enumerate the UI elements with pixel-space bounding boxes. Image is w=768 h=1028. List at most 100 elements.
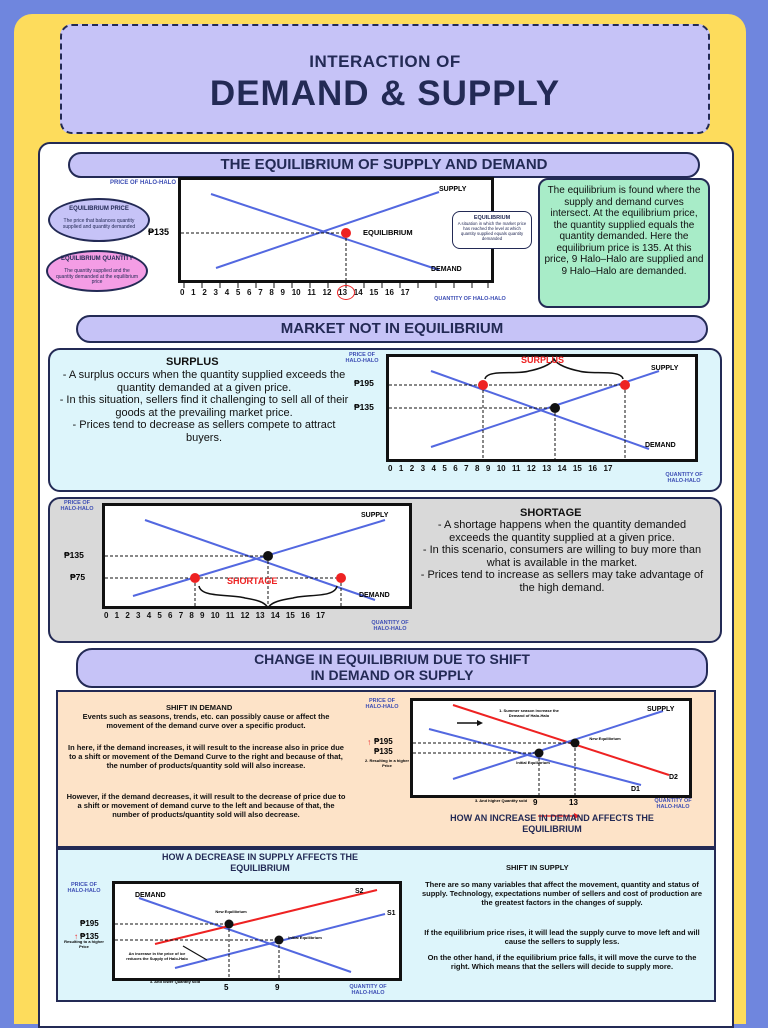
equilibrium-chart-svg: [181, 191, 440, 280]
shortage-title: SHORTAGE: [520, 507, 582, 519]
demand-label: DEMAND: [135, 892, 166, 899]
supply-curve: [215, 191, 440, 269]
equilibrium-quantity-badge: EQUILIBRIUM QUANTITY The quantity suppli…: [46, 250, 148, 292]
surplus-x-axis: QUANTITY OF HALO-HALO: [665, 472, 703, 484]
s1-label: S1: [387, 910, 396, 917]
shortage-right-point: [336, 573, 346, 583]
dchart-x-axis: QUANTITY OF HALO-HALO: [654, 798, 692, 810]
schart-q2: 9: [275, 983, 280, 992]
demand-shift-chart: SUPPLY D2 D1 1. Summer season increase t…: [365, 698, 692, 803]
initial-equilibrium-point: [534, 748, 544, 758]
shortage-chart-svg: [105, 519, 386, 606]
eq-price-title: EQUILIBRIUM PRICE: [69, 206, 129, 212]
d2-curve: [452, 704, 670, 776]
page-title: DEMAND & SUPPLY: [209, 74, 561, 113]
shift-supply-title: SHIFT IN SUPPLY: [506, 863, 569, 872]
supply-label: SUPPLY: [361, 512, 389, 519]
pointer-arrow: [182, 945, 208, 961]
schart-x-axis: QUANTITY OF HALO-HALO: [349, 984, 387, 996]
surplus-x-ticks: 0 1 2 3 4 5 6 7 8 9 10 11 12 13 14 15 16…: [388, 464, 613, 473]
note-lower-qty: 3. And lower Quantity sold: [149, 979, 201, 984]
dchart-p135: ₱135: [374, 747, 393, 756]
note-new-eq: New Equilibrium: [215, 909, 247, 914]
s2-curve: [154, 889, 378, 945]
equilibrium-label: EQUILIBRIUM: [363, 228, 413, 237]
note-higher-price: 2. Resulting in a higher Price: [365, 758, 410, 768]
note-initial-eq: Initial Equilibrium: [516, 760, 550, 765]
schart-q1: 5: [224, 983, 229, 992]
shift-demand-title: SHIFT IN DEMAND: [166, 703, 233, 712]
page-subtitle: INTERACTION OF: [309, 52, 461, 71]
quantity-9-highlight: [337, 285, 355, 300]
d1-label: D1: [631, 786, 640, 793]
price-135: ₱135: [64, 550, 84, 560]
supply-curve: [132, 519, 386, 597]
price-75: ₱75: [70, 572, 86, 582]
demand-label: DEMAND: [359, 592, 390, 599]
shortage-left-point: [190, 573, 200, 583]
equilibrium-callout-box: EQUILIBRIUM A situation in which the mar…: [452, 211, 532, 249]
shift-demand-p2: In here, if the demand increases, it wil…: [68, 743, 344, 770]
shortage-y-axis: PRICE OF HALO-HALO: [60, 500, 94, 512]
schart-p135: ₱135: [80, 932, 99, 941]
shortage-chart-label: SHORTAGE: [227, 576, 278, 586]
shortage-x-ticks: 0 1 2 3 4 5 6 7 8 9 10 11 12 13 14 15 16…: [104, 611, 326, 620]
supply-curve: [452, 710, 664, 780]
supply-label: SUPPLY: [647, 706, 675, 713]
callout-desc: A situation in which the market price ha…: [457, 221, 527, 241]
note-initial-eq: Initial Equilibrium: [288, 935, 322, 940]
demand-label: DEMAND: [431, 266, 462, 273]
price-195: ₱195: [354, 378, 374, 388]
callout-title: EQUILIBRIUM: [473, 215, 511, 221]
supply-shift-chart: DEMAND S2 S1 New Equilibrium Initial Equ…: [112, 881, 402, 984]
s2-label: S2: [355, 888, 364, 895]
shift-heading-line1: CHANGE IN EQUILIBRIUM DUE TO SHIFT: [254, 651, 530, 667]
shift-supply-p1: There are so many variables that affect …: [421, 880, 703, 907]
x-ruler: [178, 275, 494, 288]
d1-curve: [428, 728, 642, 786]
d2-label: D2: [669, 774, 678, 781]
shift-arrow-head: [477, 720, 483, 726]
equilibrium-point: [263, 551, 273, 561]
quantity-arrow: [536, 807, 580, 819]
dchart-q1: 9: [533, 798, 538, 807]
y-axis-label: PRICE OF HALO-HALO: [110, 180, 176, 186]
surplus-text: - A surplus occurs when the quantity sup…: [59, 369, 349, 444]
x-tick-labels: 0 1 2 3 4 5 6 7 8 9 10 11 12 13 14 15 16…: [180, 288, 410, 297]
section-heading-market: MARKET NOT IN EQUILIBRIUM: [76, 315, 708, 343]
surplus-right-point: [620, 380, 630, 390]
title-banner: INTERACTION OF DEMAND & SUPPLY: [60, 24, 710, 134]
surplus-title: SURPLUS: [166, 356, 219, 368]
shortage-brace: [198, 585, 338, 606]
demand-curve: [210, 193, 440, 271]
price-tick-135: ₱135: [148, 227, 170, 237]
surplus-y-axis: PRICE OF HALO-HALO: [345, 352, 379, 364]
supply-shift-chart-svg: [115, 889, 386, 978]
new-equilibrium-point: [224, 919, 234, 929]
schart-p195: ₱195: [80, 919, 99, 928]
shift-demand-p3: However, if the demand decreases, it wil…: [66, 792, 346, 819]
dchart-q2: 13: [569, 798, 578, 807]
eq-price-desc: The price that balances quantity supplie…: [62, 218, 136, 230]
surplus-left-point: [478, 380, 488, 390]
shift-supply-p3: On the other hand, if the equilibrium pr…: [427, 953, 697, 971]
surplus-chart-label: SURPLUS: [521, 355, 565, 365]
supply-chart-caption: HOW A DECREASE IN SUPPLY AFFECTS THE EQU…: [161, 852, 359, 873]
demand-chart-caption: HOW AN INCREASE IN DEMAND AFFECTS THE EQ…: [450, 813, 654, 834]
equilibrium-price-badge: EQUILIBRIUM PRICE The price that balance…: [48, 198, 150, 242]
shift-supply-p2: If the equilibrium price rises, it will …: [424, 928, 700, 946]
section-heading-shift: CHANGE IN EQUILIBRIUM DUE TO SHIFT IN DE…: [76, 648, 708, 688]
dchart-p195: ₱195: [374, 737, 393, 746]
equilibrium-point: [550, 403, 560, 413]
demand-shift-chart-svg: [413, 704, 670, 795]
note-cost: An increase in the price of ice reduces …: [126, 951, 188, 961]
dchart-y-axis: PRICE OF HALO-HALO: [365, 698, 399, 710]
shift-demand-p1: Events such as seasons, trends, etc. can…: [82, 712, 330, 730]
demand-curve: [138, 897, 352, 973]
surplus-chart-svg: [389, 357, 660, 459]
schart-y-axis: PRICE OF HALO-HALO: [67, 882, 101, 894]
up-arrow-2: ↑: [74, 932, 78, 941]
demand-label: DEMAND: [645, 442, 676, 449]
shortage-text: - A shortage happens when the quantity d…: [420, 519, 704, 594]
equilibrium-chart: SUPPLY DEMAND EQUILIBRIUM: [178, 177, 525, 283]
